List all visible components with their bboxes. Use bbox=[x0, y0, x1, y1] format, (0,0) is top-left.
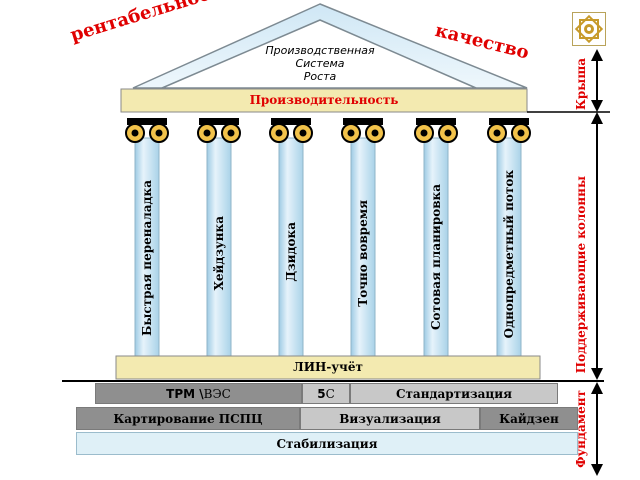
tpm-rest: ВЭС bbox=[203, 386, 231, 401]
column-capitals bbox=[125, 118, 531, 143]
roof-title-line3: Роста bbox=[303, 70, 337, 83]
base-label: ЛИН-учёт bbox=[293, 360, 363, 374]
base-beam bbox=[115, 355, 541, 380]
architrave-beam bbox=[120, 88, 528, 113]
tpm-bold: TPM \ bbox=[166, 386, 204, 401]
five-s-rest: С bbox=[325, 386, 335, 401]
roof-title-line2: Система bbox=[295, 57, 345, 70]
foundation-visualization: Визуализация bbox=[300, 407, 480, 430]
column-label-cellular-layout: Сотовая планировка bbox=[429, 184, 443, 331]
column-label-one-piece-flow: Однопредметный поток bbox=[502, 170, 516, 339]
column-shafts bbox=[134, 137, 522, 361]
side-label-columns: Поддерживающие колонны bbox=[574, 176, 588, 374]
roof-inner bbox=[161, 19, 477, 89]
five-s-bold: 5 bbox=[317, 386, 326, 401]
side-label-foundation: Фундамент bbox=[574, 390, 588, 468]
side-label-roof: Крыша bbox=[574, 58, 588, 111]
column-label-heijunka: Хейдзунка bbox=[212, 216, 226, 291]
foundation-kaizen: Кайдзен bbox=[480, 407, 578, 430]
foundation-stabilization: Стабилизация bbox=[76, 432, 578, 455]
column-label-quick-changeover: Быстрая переналадка bbox=[140, 180, 154, 336]
foundation-mapping: Картирование ПСПЦ bbox=[76, 407, 300, 430]
column-label-jidoka: Дзидока bbox=[284, 222, 298, 282]
architrave-label: Производительность bbox=[249, 93, 399, 107]
foundation-standardization: Стандартизация bbox=[350, 383, 558, 404]
foundation-tpm: TPM \ ВЭС bbox=[95, 383, 302, 404]
emblem-icon bbox=[572, 12, 606, 46]
column-label-just-in-time: Точно вовремя bbox=[356, 200, 370, 307]
roof-title: Производственная Система Роста bbox=[240, 44, 400, 83]
roof-title-line1: Производственная bbox=[265, 44, 375, 57]
